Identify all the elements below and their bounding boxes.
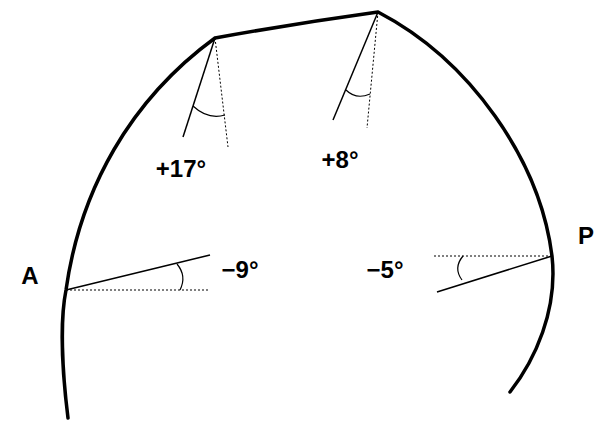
angle-arc bbox=[193, 106, 225, 116]
angle-line bbox=[333, 12, 378, 120]
angle-line bbox=[183, 38, 215, 137]
angle-value: −9° bbox=[222, 258, 259, 282]
reference-line bbox=[215, 38, 228, 147]
reference-line bbox=[367, 12, 378, 128]
angle-line bbox=[437, 256, 552, 292]
anterior-label: A bbox=[21, 264, 38, 288]
angle-line bbox=[66, 255, 210, 290]
angle-arc bbox=[458, 256, 463, 280]
angle-arc bbox=[177, 264, 183, 290]
head-outline bbox=[62, 12, 553, 418]
posterior-label: P bbox=[578, 224, 594, 248]
angle-value: +8° bbox=[322, 148, 359, 172]
angle-arc bbox=[346, 90, 370, 96]
angle-value: −5° bbox=[367, 258, 404, 282]
reference-line bbox=[66, 290, 208, 291]
reference-line bbox=[432, 256, 552, 257]
angle-value: +17° bbox=[156, 157, 206, 181]
